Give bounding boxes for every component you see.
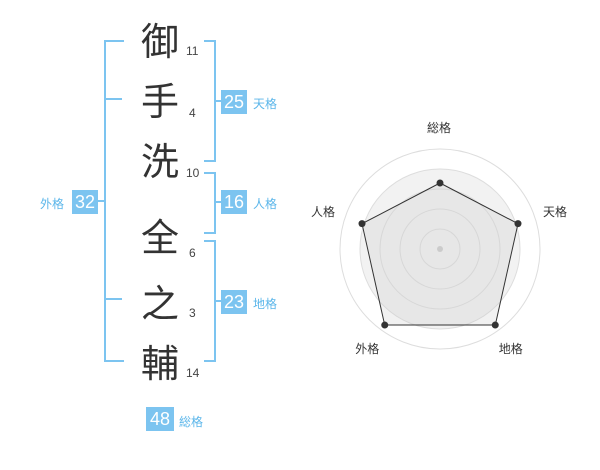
stroke-count-3: 10 [186, 166, 200, 180]
tenkaku-badge: 25 [221, 90, 247, 114]
chikaku-badge: 23 [221, 290, 247, 314]
chikaku-bracket [204, 240, 216, 362]
name-char-4: 全 [140, 216, 179, 260]
stroke-count-6: 14 [186, 366, 200, 380]
radar-axis-label-4: 外格 [355, 341, 380, 356]
jinkaku-bracket [204, 172, 216, 234]
radar-point-2 [514, 220, 522, 228]
radar-point-4 [381, 321, 389, 329]
gaikaku-bracket-tick-bottom [106, 298, 122, 300]
gaikaku-label: 外格 [40, 197, 65, 211]
radar-point-1 [436, 179, 444, 187]
jinkaku-badge: 16 [221, 190, 247, 214]
chikaku-bracket-tick [216, 300, 222, 302]
name-char-1: 御 [140, 20, 179, 64]
stroke-count-5: 3 [189, 306, 196, 320]
jinkaku-bracket-tick [216, 201, 222, 203]
chikaku-label: 地格 [253, 297, 278, 311]
name-char-3: 洗 [140, 140, 179, 184]
name-char-2: 手 [140, 80, 179, 124]
radar-point-3 [491, 321, 499, 329]
soukaku-label: 総格 [179, 415, 204, 429]
stroke-count-1: 11 [186, 44, 199, 58]
gaikaku-bracket-connector [98, 200, 104, 202]
radar-axis-label-2: 天格 [543, 205, 568, 220]
tenkaku-label: 天格 [253, 97, 278, 111]
radar-ring-3 [379, 188, 501, 310]
gaikaku-bracket [104, 40, 124, 362]
stroke-count-4: 6 [189, 246, 196, 260]
tenkaku-bracket-tick [216, 100, 222, 102]
name-char-6: 輔 [140, 342, 179, 386]
name-char-5: 之 [140, 282, 179, 326]
jinkaku-label: 人格 [253, 197, 278, 211]
gaikaku-bracket-tick-top [106, 98, 122, 100]
radar-ring-2 [399, 208, 481, 290]
tenkaku-bracket [204, 40, 216, 162]
radar-axis-label-1: 総格 [427, 121, 452, 135]
radar-axis-label-3: 地格 [498, 341, 523, 356]
soukaku-badge: 48 [146, 407, 174, 431]
radar-data-polygon [361, 182, 519, 326]
gaikaku-badge: 32 [72, 190, 98, 214]
radar-ring-1 [419, 228, 461, 270]
radar-center-dot [437, 246, 443, 252]
stroke-count-2: 4 [189, 106, 196, 120]
radar-point-5 [358, 220, 366, 228]
radar-axis-label-5: 人格 [310, 205, 335, 220]
